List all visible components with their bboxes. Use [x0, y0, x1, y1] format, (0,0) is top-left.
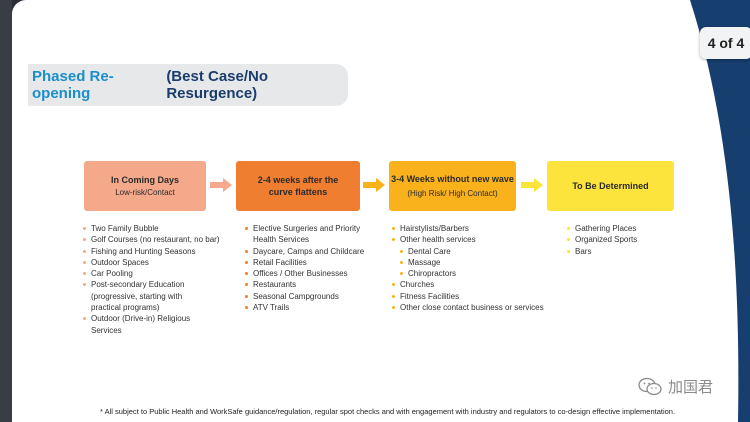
list-item: Seasonal Campgrounds [244, 291, 384, 302]
phase-3-title: 3-4 Weeks without new wave [391, 173, 514, 184]
phase-3-subtitle: (High Risk/ High Contact) [407, 188, 498, 198]
phase-4-title: To Be Determined [572, 181, 649, 191]
list-item: Daycare, Camps and Childcare [244, 246, 384, 257]
brand-logo-text: Bru [672, 28, 695, 43]
list-item: Outdoor (Drive-in) Religious [82, 313, 232, 324]
phase-2-list: Elective Surgeries and Priority Health S… [244, 223, 384, 313]
list-item-continued: practical programs) [91, 303, 160, 313]
list-item: Organized Sports [566, 234, 676, 245]
wechat-icon [638, 377, 662, 395]
list-item: Outdoor Spaces [82, 257, 232, 268]
list-item-continued: Health Services [253, 235, 310, 245]
phase-box-3: 3-4 Weeks without new wave (High Risk/ H… [389, 161, 516, 211]
phase-1-subtitle: Low-risk/Contact [115, 187, 175, 197]
page-indicator: 4 of 4 [700, 27, 750, 59]
title-subtitle: (Best Case/No Resurgence) [166, 68, 269, 102]
list-item: ATV Trails [244, 302, 384, 313]
list-subitem: Dental Care [391, 246, 551, 257]
list-item: Golf Courses (no restaurant, no bar) [82, 234, 232, 245]
footnote: * All subject to Public Health and WorkS… [100, 407, 676, 416]
phase-box-1: In Coming Days Low-risk/Contact [84, 161, 206, 211]
list-item: Gathering Places [566, 223, 676, 234]
phase-1-title: In Coming Days [110, 174, 179, 185]
list-item: Churches [391, 279, 551, 290]
watermark: 加国君 [638, 376, 713, 397]
list-item: Fishing and Hunting Seasons [82, 246, 232, 257]
left-window-edge [0, 0, 12, 422]
list-item: Post-secondary Education [82, 279, 232, 290]
list-item: Offices / Other Businesses [244, 268, 384, 279]
title-main: Phased Re-opening [32, 68, 114, 102]
phase-box-2: 2-4 weeks after the curve flattens [236, 161, 360, 211]
corner-swoosh [690, 0, 750, 422]
phase-2-title: 2-4 weeks after the curve flattens [257, 175, 339, 197]
list-item: Restaurants [244, 279, 384, 290]
arrow-right-icon [521, 178, 543, 192]
phase-4-list: Gathering Places Organized Sports Bars [566, 223, 676, 257]
list-subitem: Chiropractors [391, 268, 551, 279]
list-item-continued: (progressive, starting with [91, 291, 183, 301]
slide-title: Phased Re-opening (Best Case/No Resurgen… [28, 64, 348, 106]
list-item: Bars [566, 246, 676, 257]
list-subitem: Massage [391, 257, 551, 268]
list-item-continued: Services [91, 325, 122, 335]
phase-1-list: Two Family Bubble Golf Courses (no resta… [82, 223, 232, 336]
arrow-right-icon [210, 178, 232, 192]
list-item: Two Family Bubble [82, 223, 232, 234]
list-item: Elective Surgeries and Priority [244, 223, 384, 234]
list-item: Other health services [391, 234, 551, 245]
list-item: Car Pooling [82, 268, 232, 279]
list-item: Fitness Facilities [391, 291, 551, 302]
watermark-text: 加国君 [668, 379, 714, 396]
list-item: Other close contact business or services [391, 302, 551, 313]
phase-box-4: To Be Determined [547, 161, 674, 211]
list-item: Retail Facilities [244, 257, 384, 268]
phase-3-list: Hairstylists/Barbers Other health servic… [391, 223, 551, 313]
arrow-right-icon [363, 178, 385, 192]
list-item: Hairstylists/Barbers [391, 223, 551, 234]
